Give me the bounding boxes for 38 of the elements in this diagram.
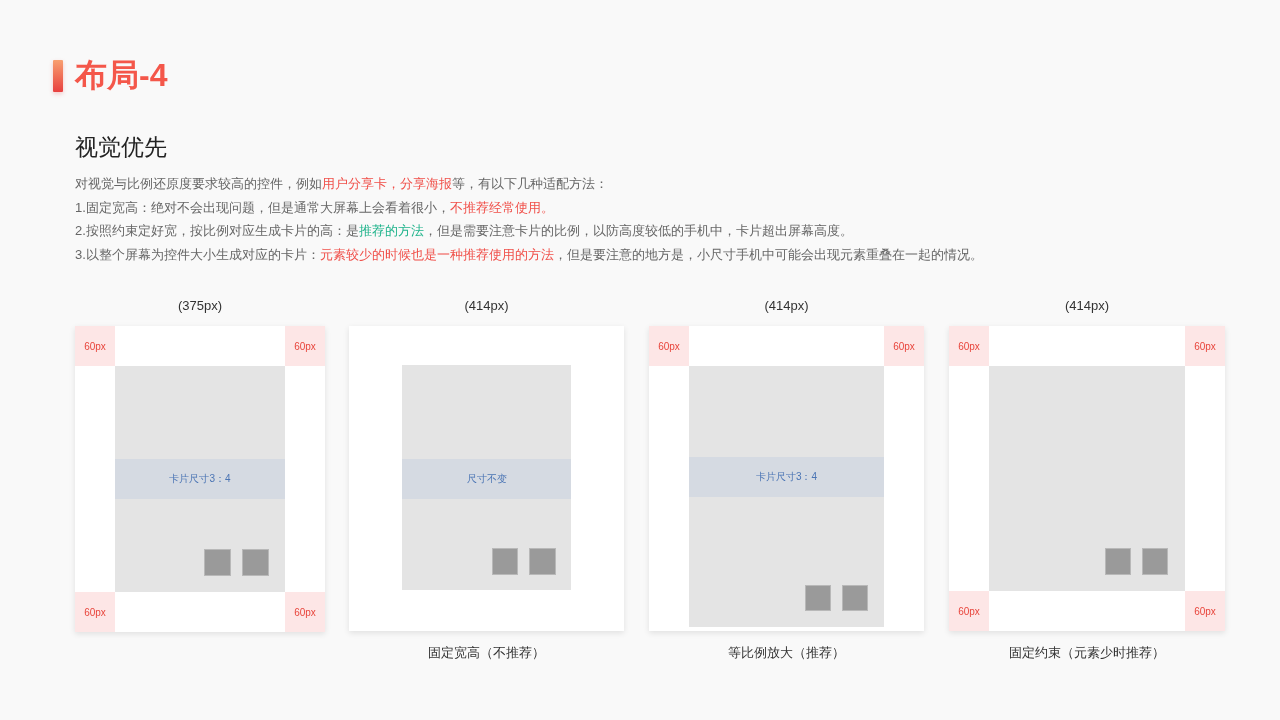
placeholder-tile <box>1142 548 1168 575</box>
placeholder-tile <box>529 548 556 575</box>
screen-width-label: (414px) <box>463 297 510 315</box>
margin-tag: 60px <box>285 326 325 366</box>
section-heading: 视觉优先 <box>75 133 167 162</box>
placeholder-tile <box>1105 548 1131 575</box>
margin-tag: 60px <box>884 326 924 366</box>
card-area <box>402 365 571 590</box>
margin-tag: 60px <box>1185 326 1225 366</box>
placeholder-tile <box>204 549 231 576</box>
margin-tag: 60px <box>949 326 989 366</box>
screen-caption: 固定约束（元素少时推荐） <box>1008 644 1166 662</box>
placeholder-tile <box>492 548 518 575</box>
margin-tag: 60px <box>649 326 689 366</box>
body-text: 2.按照约束定好宽，按比例对应生成卡片的高：是推荐的方法，但是需要注意卡片的比例，以防高度较低的手机中，卡片超出屏幕高度。 <box>75 222 853 241</box>
margin-tag: 60px <box>1185 591 1225 631</box>
card-ratio-band: 尺寸不变 <box>402 459 571 499</box>
screen-caption: 固定宽高（不推荐） <box>427 644 546 662</box>
screen-width-label: (414px) <box>763 297 810 315</box>
placeholder-tile <box>842 585 868 611</box>
body-text: 对视觉与比例还原度要求较高的控件，例如用户分享卡，分享海报等，有以下几种适配方法： <box>75 175 608 193</box>
card-area <box>689 366 884 627</box>
placeholder-tile <box>242 549 269 576</box>
margin-tag: 60px <box>75 592 115 632</box>
placeholder-tile <box>805 585 831 611</box>
screen-width-label: (414px) <box>1063 297 1111 315</box>
body-text: 1.固定宽高：绝对不会出现问题，但是通常大屏幕上会看着很小，不推荐经常使用。 <box>75 198 554 217</box>
margin-tag: 60px <box>285 592 325 632</box>
screen-width-label: (375px) <box>176 297 224 315</box>
card-area <box>989 366 1185 591</box>
page-title: 布局-4 <box>75 56 168 94</box>
body-text: 3.以整个屏幕为控件大小生成对应的卡片：元素较少的时候也是一种推荐使用的方法，但是要注意的地方是，小尺寸手机中可能会出现元素重叠在一起的情况。 <box>75 246 983 265</box>
margin-tag: 60px <box>949 591 989 631</box>
card-ratio-band: 卡片尺寸3：4 <box>115 459 285 499</box>
card-area <box>115 366 285 592</box>
screen-caption: 等比例放大（推荐） <box>727 644 846 662</box>
margin-tag: 60px <box>75 326 115 366</box>
card-ratio-band: 卡片尺寸3：4 <box>689 457 884 497</box>
